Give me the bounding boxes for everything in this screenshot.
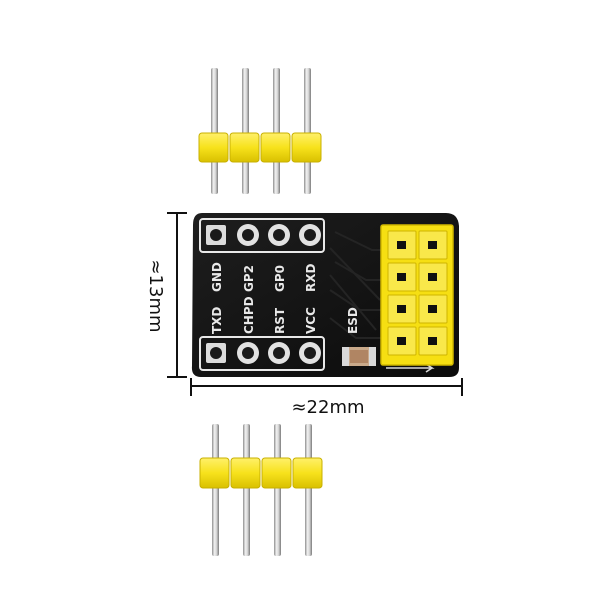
width-dimension-label: ≈22mm bbox=[291, 397, 364, 418]
header-pins bbox=[212, 424, 312, 556]
bottom-pin-outline bbox=[199, 336, 325, 371]
height-dimension-label: ≈13mm bbox=[145, 259, 166, 332]
esp-adapter-board: GND GP2 GP0 RXD TXD CHPD RST VCC ESD bbox=[191, 213, 459, 377]
pin-label-gp0: GP0 bbox=[273, 265, 287, 292]
smd-component bbox=[342, 347, 376, 366]
pin-label-vcc: VCC bbox=[304, 307, 318, 334]
pin-label-txd: TXD bbox=[210, 307, 224, 334]
bottom-row-pads bbox=[206, 342, 321, 364]
pin-label-rst: RST bbox=[273, 307, 287, 334]
pin-label-gp2: GP2 bbox=[242, 265, 256, 292]
female-socket-2x4 bbox=[380, 224, 454, 366]
header-plastic-body bbox=[198, 132, 322, 163]
bottom-pin-header bbox=[199, 424, 323, 556]
pin-label-gnd: GND bbox=[210, 262, 224, 292]
top-pin-header bbox=[198, 68, 322, 194]
top-pin-outline bbox=[199, 218, 325, 253]
header-pins bbox=[211, 68, 311, 194]
height-dimension bbox=[167, 212, 187, 378]
pin-label-chpd: CHPD bbox=[242, 296, 256, 334]
top-row-pads bbox=[206, 224, 321, 246]
header-plastic-body bbox=[199, 457, 323, 489]
esd-label: ESD bbox=[346, 307, 360, 334]
pin-label-rxd: RXD bbox=[304, 264, 318, 292]
width-dimension bbox=[190, 378, 463, 396]
